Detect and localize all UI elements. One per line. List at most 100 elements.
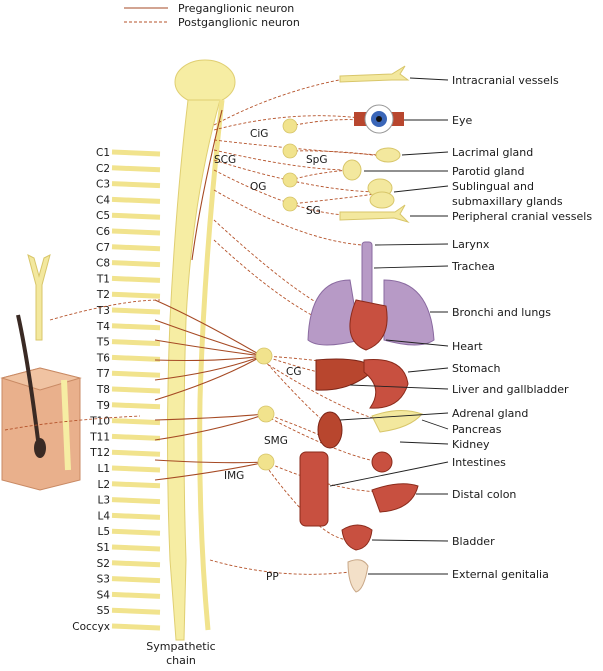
leader-kidney xyxy=(399,441,449,445)
target-label-liver-and-gallbladder: Liver and gallbladder xyxy=(452,383,569,396)
peripheral-cranial-vessels-illustration xyxy=(339,204,410,224)
spinal-nerve-c8 xyxy=(111,260,161,268)
post-path-kidney xyxy=(265,413,331,441)
spinal-nerve-l5 xyxy=(111,528,161,536)
pancreas-illustration xyxy=(371,410,423,433)
target-label-kidney: Kidney xyxy=(452,438,490,451)
scg-label: SCG xyxy=(214,154,236,166)
target-label-peripheral-cranial-vessels: Peripheral cranial vessels xyxy=(452,210,592,223)
target-label-intracranial-vessels: Intracranial vessels xyxy=(452,74,559,87)
pre-path-cg-2 xyxy=(154,319,263,357)
organs xyxy=(299,65,435,593)
sg-label: SG xyxy=(306,205,321,217)
leader-stomach xyxy=(407,367,449,373)
sympathetic-chain xyxy=(197,99,225,631)
spinal-nerve-t12 xyxy=(111,449,161,457)
target-leader-lines xyxy=(329,77,449,575)
segment-label-l4: L4 xyxy=(97,510,110,522)
segment-label-c1: C1 xyxy=(96,147,110,159)
spinal-nerve-l4 xyxy=(111,512,161,520)
spinal-nerve-c3 xyxy=(111,181,161,189)
heart-illustration xyxy=(349,299,388,351)
post-path-pancreas xyxy=(263,361,381,421)
spinal-nerve-t11 xyxy=(111,433,161,441)
post-path-skin-2 xyxy=(4,415,141,431)
skin-illustration xyxy=(0,254,82,491)
preganglionic-paths xyxy=(154,109,267,481)
cig-label: CiG xyxy=(250,128,268,140)
post-path-vessels xyxy=(213,77,351,126)
segment-label-t4: T4 xyxy=(96,321,110,333)
segment-label-t10: T10 xyxy=(89,416,110,428)
spinal-nerve-l3 xyxy=(111,497,161,505)
spinal-nerve-s5 xyxy=(111,607,161,615)
segment-label-l1: L1 xyxy=(97,463,110,475)
segment-label-c2: C2 xyxy=(96,163,110,175)
legend-preganglionic-label: Preganglionic neuron xyxy=(178,2,294,15)
spinal-nerve-coccyx xyxy=(111,623,161,631)
post-path-sg xyxy=(289,193,376,205)
spinal-nerve-s3 xyxy=(111,576,161,584)
target-label-pancreas: Pancreas xyxy=(452,423,502,436)
pre-path-cg-4 xyxy=(154,355,263,362)
segment-label-s1: S1 xyxy=(97,542,110,554)
cg-ganglion xyxy=(255,347,273,365)
spinal-nerve-t5 xyxy=(111,339,161,347)
pre-path-smg-1 xyxy=(154,413,267,421)
spg-ganglion xyxy=(282,143,298,159)
parotid-gland-illustration xyxy=(342,159,362,181)
target-label-sublingual-and: Sublingual and xyxy=(452,180,534,193)
right-lung xyxy=(383,279,435,346)
spinal-nerve-s1 xyxy=(111,544,161,552)
post-path-peripheral xyxy=(213,169,351,216)
smg-ganglion xyxy=(257,405,275,423)
leader-pancreas xyxy=(421,419,449,430)
spinal-nerve-t10 xyxy=(111,418,161,426)
target-label-larynx: Larynx xyxy=(452,238,490,251)
segment-label-t3: T3 xyxy=(96,305,110,317)
segment-label-l3: L3 xyxy=(97,495,110,507)
spinal-nerve-t3 xyxy=(111,307,161,315)
hair-shaft xyxy=(16,314,40,441)
eye-illustration xyxy=(354,104,404,134)
bladder-illustration xyxy=(341,524,373,551)
sg-ganglion xyxy=(282,196,298,212)
segment-label-coccyx: Coccyx xyxy=(72,621,110,633)
genitalia-illustration xyxy=(347,559,369,593)
post-path-skin xyxy=(49,299,161,321)
post-path-adrenal xyxy=(263,359,321,419)
left-lung xyxy=(307,279,361,346)
cord-body xyxy=(167,99,221,641)
segment-label-s3: S3 xyxy=(97,574,110,586)
chain-label-line1: Sympathetic xyxy=(146,640,215,653)
target-label-external-genitalia: External genitalia xyxy=(452,568,549,581)
leader-bladder xyxy=(371,539,449,542)
target-label-bronchi-and-lungs: Bronchi and lungs xyxy=(452,306,551,319)
brainstem xyxy=(174,59,236,105)
post-path-eye xyxy=(213,115,361,131)
target-label-bladder: Bladder xyxy=(452,535,495,548)
pre-path-scg xyxy=(191,109,223,261)
pre-path-smg-2 xyxy=(154,413,267,441)
spinal-nerve-s2 xyxy=(111,560,161,568)
hair-follicle xyxy=(34,438,46,458)
post-path-lungs xyxy=(213,219,331,311)
leader-heart xyxy=(385,339,449,347)
submaxillary-gland-illustration xyxy=(369,191,395,209)
cig-ganglion xyxy=(282,118,298,134)
target-label-intestines: Intestines xyxy=(452,456,506,469)
target-label-heart: Heart xyxy=(452,340,483,353)
pre-path-cg-1 xyxy=(154,299,263,357)
segment-label-c3: C3 xyxy=(96,179,110,191)
segment-label-s4: S4 xyxy=(97,589,111,601)
spinal-nerve-c4 xyxy=(111,196,161,204)
segment-label-t9: T9 xyxy=(96,400,110,412)
post-path-larynx xyxy=(213,189,363,246)
segment-label-t11: T11 xyxy=(89,431,110,443)
post-path-bladder xyxy=(265,465,351,541)
spinal-nerve-l1 xyxy=(111,465,161,473)
pre-path-cg-6 xyxy=(154,355,263,401)
distal-colon-illustration xyxy=(371,483,419,513)
